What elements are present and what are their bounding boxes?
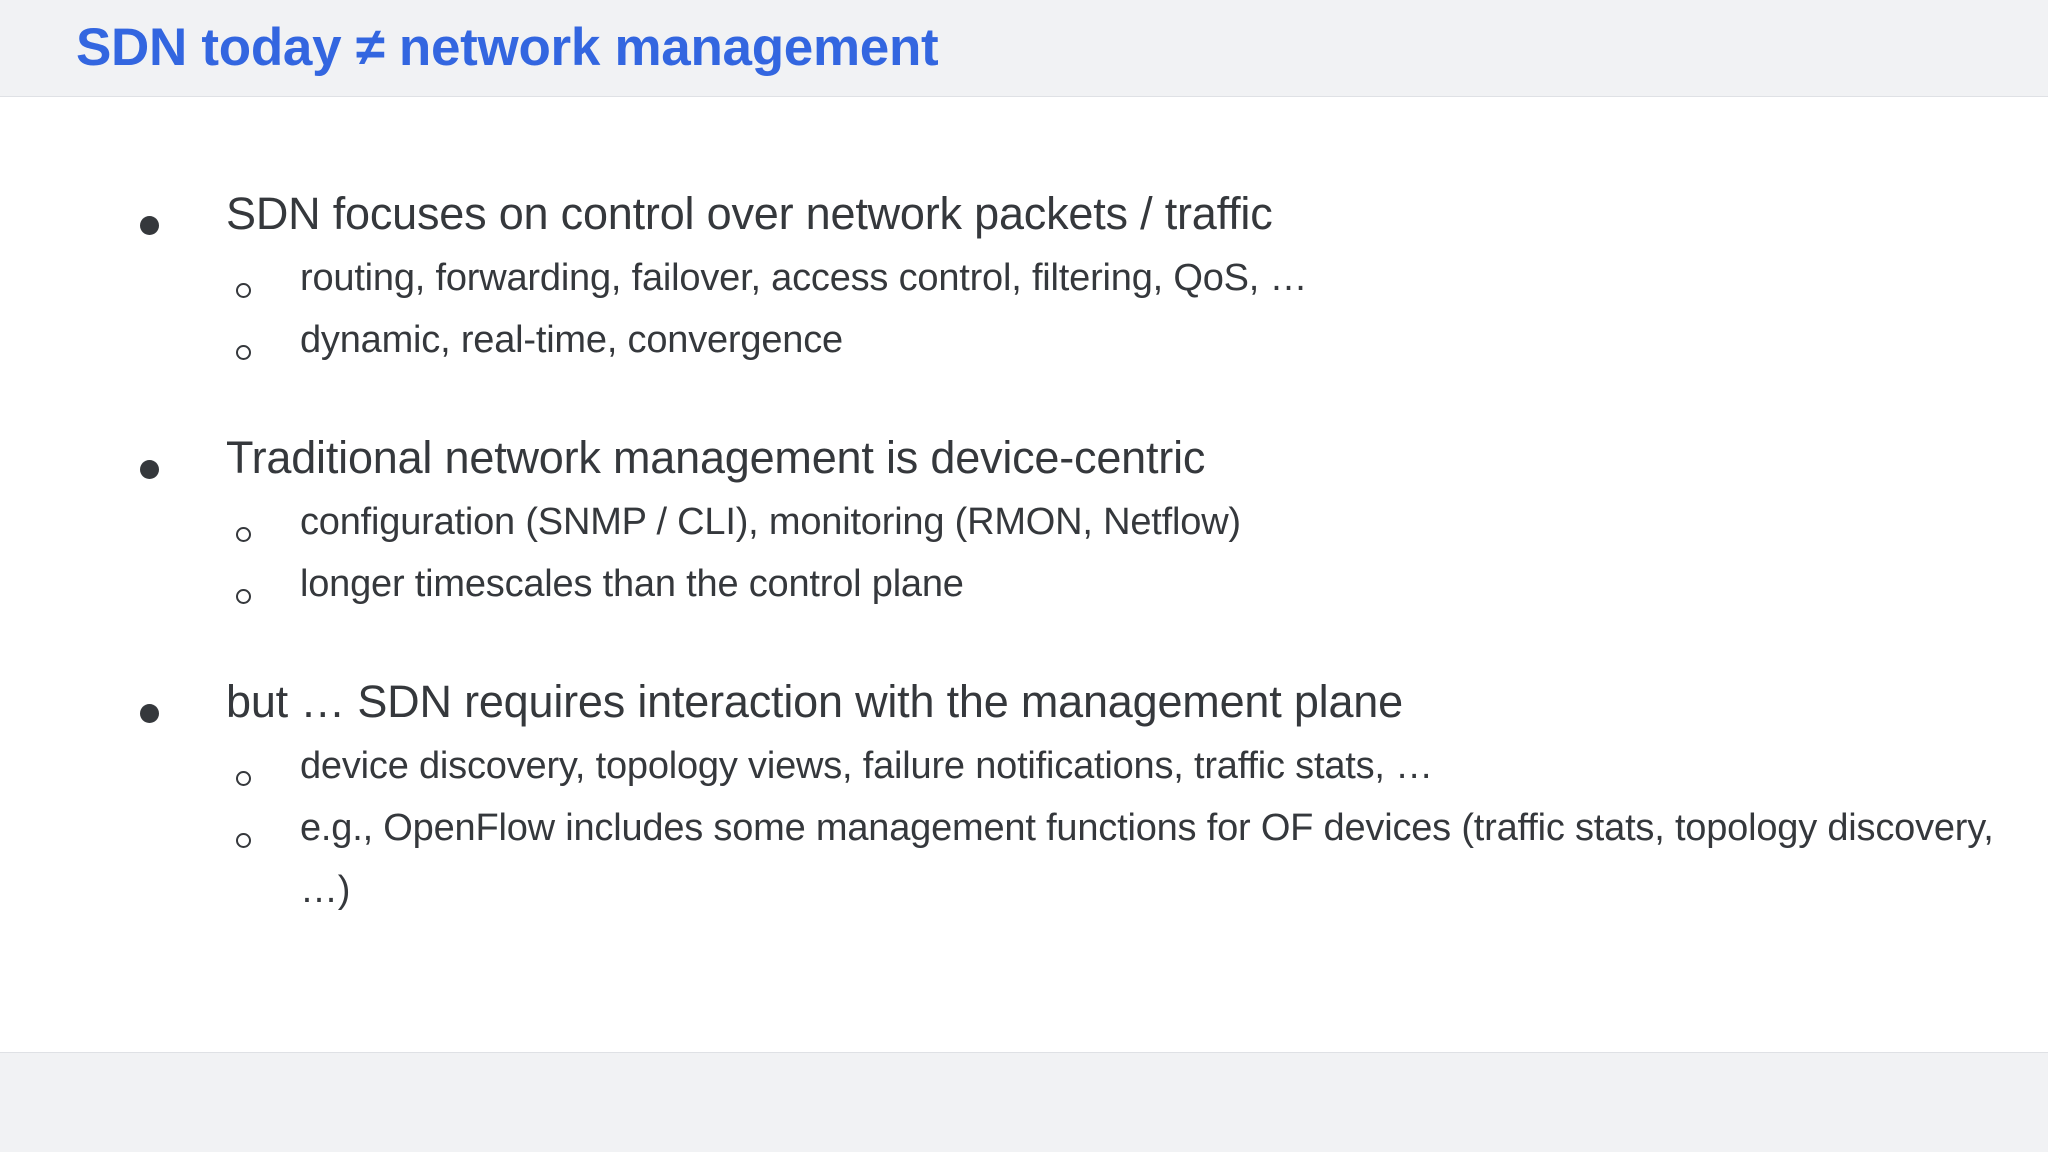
bullet-group-2: Traditional network management is device… [0,427,2048,615]
bullet-item: but … SDN requires interaction with the … [0,671,2048,733]
sub-bullet-text: e.g., OpenFlow includes some management … [300,807,1994,911]
bullet-group-1: SDN focuses on control over network pack… [0,183,2048,371]
sub-bullet-text: configuration (SNMP / CLI), monitoring (… [300,501,1241,543]
slide-title-bar: SDN today ≠ network management [0,0,2048,97]
sub-bullet-item: device discovery, topology views, failur… [0,735,2048,797]
page-title: SDN today ≠ network management [76,18,939,77]
sub-bullet-item: routing, forwarding, failover, access co… [0,247,2048,309]
group-spacer [0,615,2048,671]
hollow-circle-icon [236,309,300,371]
bullet-item: Traditional network management is device… [0,427,2048,489]
bullet-text: SDN focuses on control over network pack… [226,188,1273,239]
bullet-text: but … SDN requires interaction with the … [226,676,1403,727]
sub-bullet-text: longer timescales than the control plane [300,563,964,605]
hollow-circle-icon [236,491,300,553]
hollow-circle-icon [236,247,300,309]
bullet-text: Traditional network management is device… [226,432,1206,483]
bullet-list: SDN focuses on control over network pack… [0,183,2048,921]
bullet-item: SDN focuses on control over network pack… [0,183,2048,245]
hollow-circle-icon [236,797,300,859]
filled-disc-icon [134,183,226,245]
filled-disc-icon [134,427,226,489]
group-spacer [0,371,2048,427]
sub-bullet-text: dynamic, real-time, convergence [300,319,843,361]
slide-footer-bar [0,1052,2048,1152]
hollow-circle-icon [236,735,300,797]
filled-disc-icon [134,671,226,733]
bullet-group-3: but … SDN requires interaction with the … [0,671,2048,921]
slide-body: SDN focuses on control over network pack… [0,98,2048,1051]
sub-bullet-text: routing, forwarding, failover, access co… [300,257,1308,299]
sub-bullet-item: configuration (SNMP / CLI), monitoring (… [0,491,2048,553]
sub-bullet-item: longer timescales than the control plane [0,553,2048,615]
hollow-circle-icon [236,553,300,615]
sub-bullet-item: dynamic, real-time, convergence [0,309,2048,371]
sub-bullet-item: e.g., OpenFlow includes some management … [0,797,2048,921]
sub-bullet-text: device discovery, topology views, failur… [300,745,1433,787]
